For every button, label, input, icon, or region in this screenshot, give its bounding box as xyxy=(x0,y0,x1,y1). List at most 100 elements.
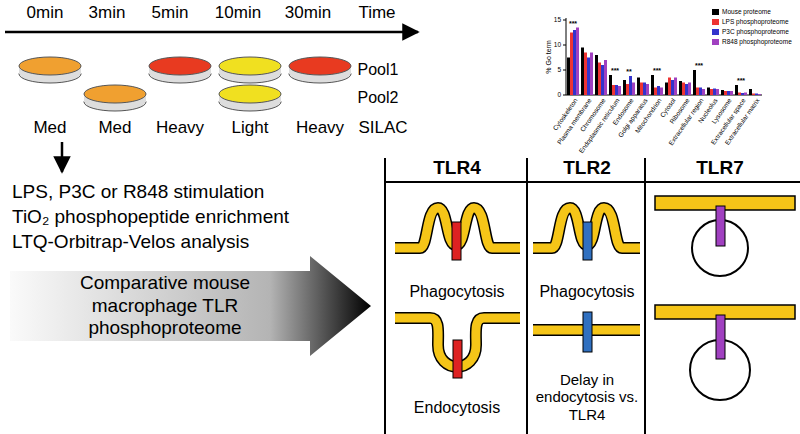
bar xyxy=(758,94,761,95)
legend-entry: Mouse proteome xyxy=(712,8,771,15)
bar xyxy=(615,85,618,95)
legend-text: LPS phosphoproteome xyxy=(722,18,789,25)
bar xyxy=(643,83,646,96)
time-arrow xyxy=(5,31,418,34)
petri-dish xyxy=(84,85,146,111)
petri-dish xyxy=(219,85,281,111)
gradient-arrow: Comparative mouse macrophage TLR phospho… xyxy=(10,255,372,357)
axis-title: % Go term xyxy=(545,40,553,73)
bar xyxy=(601,65,604,95)
bar xyxy=(623,80,626,95)
legend-text: P3C phosphoproteome xyxy=(722,28,789,35)
bar xyxy=(741,93,744,95)
bar xyxy=(584,53,587,96)
bar xyxy=(640,83,643,96)
silac-label: Med xyxy=(33,118,66,138)
petri-dish xyxy=(219,57,281,83)
bar xyxy=(685,84,688,95)
bar xyxy=(724,91,727,95)
pool-name: Pool1 xyxy=(358,61,399,79)
process-label: Phagocytosis xyxy=(409,283,504,301)
column-header: TLR4 xyxy=(433,157,481,179)
time-point: 3min xyxy=(89,3,126,23)
time-point: Time xyxy=(358,3,395,23)
tick-label: 10 xyxy=(554,41,561,48)
legend-entry: P3C phosphoproteome xyxy=(712,28,789,35)
bar xyxy=(693,70,696,95)
bar xyxy=(570,33,573,96)
protocol-step: LTQ-Orbitrap-Velos analysis xyxy=(12,231,249,253)
flow-arrow xyxy=(61,142,64,172)
arrows xyxy=(5,32,418,172)
significance-mark: *** xyxy=(695,62,703,70)
bar xyxy=(713,89,716,96)
process-label: Phagocytosis xyxy=(539,283,634,301)
column-header: TLR7 xyxy=(696,157,744,179)
legend-swatch xyxy=(712,39,719,45)
bar xyxy=(587,58,590,96)
panel-frame xyxy=(385,158,800,434)
tlr2-phagocytosis-figure xyxy=(533,208,640,260)
pool-name: Pool2 xyxy=(358,89,399,107)
tick-mark xyxy=(563,45,566,46)
silac-label: Light xyxy=(232,118,269,138)
bar xyxy=(727,91,730,95)
bar xyxy=(730,91,733,95)
protocol-step: TiO₂ phosphopeptide enrichment xyxy=(12,206,289,228)
bar xyxy=(665,83,668,96)
bar xyxy=(609,75,612,95)
bar xyxy=(604,60,607,95)
bar xyxy=(660,88,663,96)
bar xyxy=(679,81,682,95)
time-point: 5min xyxy=(152,3,189,23)
bar xyxy=(668,78,671,96)
bar xyxy=(657,86,660,95)
bar xyxy=(590,53,593,96)
legend-swatch xyxy=(712,9,719,15)
bar xyxy=(573,30,576,95)
legend-entry: R848 phosphoproteome xyxy=(712,38,792,45)
bar xyxy=(707,88,710,96)
bar xyxy=(626,84,629,95)
bar xyxy=(632,83,635,96)
bar xyxy=(744,93,747,96)
bar xyxy=(646,84,649,95)
bar xyxy=(674,78,677,96)
tlr4-endocytosis-figure xyxy=(395,318,520,378)
bar xyxy=(612,85,615,95)
bar xyxy=(629,76,632,95)
silac-label: Heavy xyxy=(296,118,344,138)
time-point: 30min xyxy=(285,3,331,23)
bar xyxy=(651,75,654,95)
significance-mark: *** xyxy=(569,19,577,27)
tick-label: 5 xyxy=(557,66,561,73)
bar xyxy=(721,90,724,95)
bar xyxy=(682,83,685,96)
legend-text: R848 phosphoproteome xyxy=(722,38,792,45)
significance-mark: *** xyxy=(653,67,661,75)
petri-dishes xyxy=(19,57,351,111)
significance-mark: *** xyxy=(611,67,619,75)
significance-mark: ** xyxy=(626,68,631,76)
tlr7-endosome-figure xyxy=(655,196,795,400)
bar xyxy=(595,55,598,95)
bar xyxy=(576,28,579,96)
tick-label: 0 xyxy=(557,91,561,98)
tlr4-phagocytosis-figure xyxy=(395,208,520,260)
protocol-step: LPS, P3C or R848 stimulation xyxy=(12,181,264,203)
node-text: Comparative mouse macrophage TLR phospho… xyxy=(60,272,270,340)
tick-mark xyxy=(563,95,566,96)
tlr2-membrane-figure xyxy=(533,312,640,352)
legend-text: Mouse proteome xyxy=(722,8,771,15)
bar xyxy=(738,93,741,96)
bar xyxy=(688,83,691,96)
column-header: TLR2 xyxy=(563,157,611,179)
legend-entry: LPS phosphoproteome xyxy=(712,18,789,25)
bar xyxy=(699,88,702,96)
significance-mark: *** xyxy=(737,77,745,85)
silac-label: Med xyxy=(98,118,131,138)
silac-label: SILAC xyxy=(358,118,407,138)
bar xyxy=(671,80,674,95)
bar xyxy=(749,89,752,95)
